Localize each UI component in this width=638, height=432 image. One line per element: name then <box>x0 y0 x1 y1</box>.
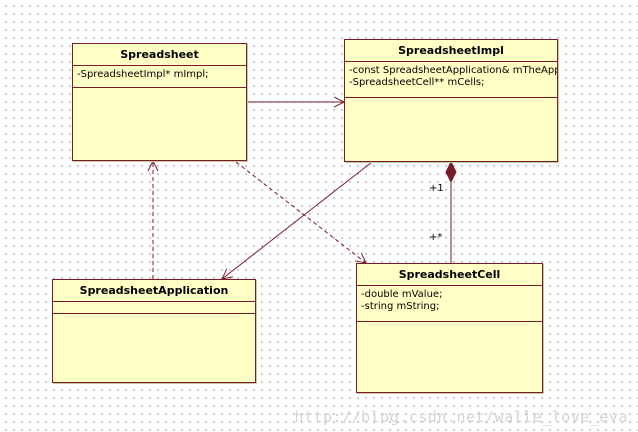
class-name: Spreadsheet <box>73 44 246 66</box>
attribute: -SpreadsheetImpl* mImpl; <box>77 69 209 80</box>
attributes-compartment <box>53 302 255 314</box>
attribute: -string mString; <box>361 301 440 312</box>
attributes-compartment: -SpreadsheetImpl* mImpl; <box>73 66 246 88</box>
multiplicity-cell-end: +* <box>429 232 443 243</box>
class-name: SpreadsheetImpl <box>345 40 557 62</box>
dependency-spreadsheet-to-cell <box>235 161 366 263</box>
class-spreadsheet-impl[interactable]: SpreadsheetImpl -const SpreadsheetApplic… <box>344 39 558 162</box>
class-spreadsheet-cell[interactable]: SpreadsheetCell -double mValue; -string … <box>356 263 543 393</box>
attribute: -double mValue; <box>361 289 443 300</box>
class-name: SpreadsheetApplication <box>53 280 255 302</box>
attributes-compartment: -double mValue; -string mString; <box>357 286 542 322</box>
composition-diamond-icon <box>445 160 457 184</box>
watermark-text: http://blog.csdn.net/walle_love_eva <box>294 408 628 426</box>
attribute: -SpreadsheetCell** mCells; <box>349 77 485 88</box>
multiplicity-impl-end: +1 <box>429 183 444 194</box>
attribute: -const SpreadsheetApplication& mTheApp; <box>349 65 557 76</box>
class-spreadsheet-application[interactable]: SpreadsheetApplication <box>52 279 256 383</box>
class-name: SpreadsheetCell <box>357 264 542 286</box>
class-spreadsheet[interactable]: Spreadsheet -SpreadsheetImpl* mImpl; <box>72 43 247 161</box>
association-impl-to-application <box>222 161 373 279</box>
attributes-compartment: -const SpreadsheetApplication& mTheApp; … <box>345 62 557 98</box>
